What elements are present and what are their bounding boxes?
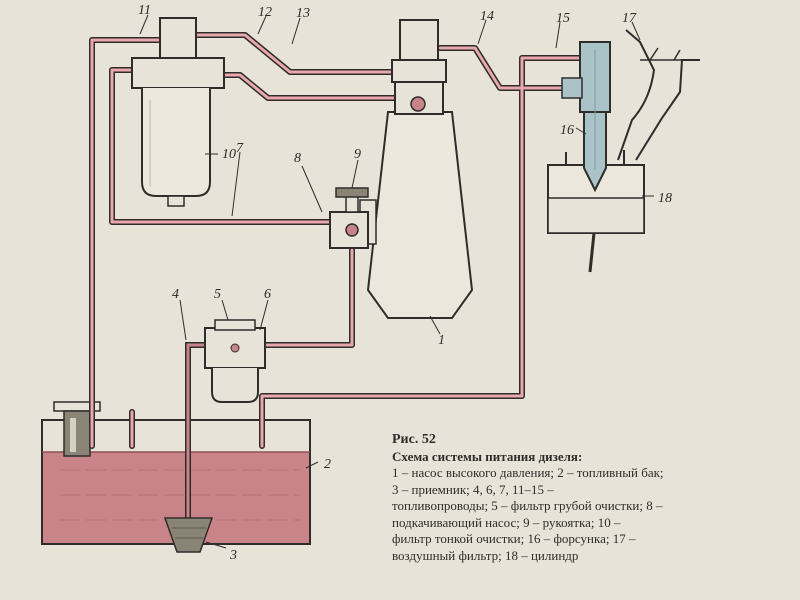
- label-6: 6: [264, 287, 271, 302]
- caption-title: Рис. 52: [392, 432, 796, 449]
- figure-caption: Рис. 52 Схема системы питания дизеля: 1 …: [392, 432, 796, 564]
- label-14: 14: [480, 9, 494, 24]
- high-pressure-pump: [360, 20, 472, 318]
- label-17: 17: [622, 11, 637, 26]
- label-7: 7: [236, 141, 244, 156]
- caption-line: топливопроводы; 5 – фильтр грубой очистк…: [392, 498, 796, 515]
- label-1: 1: [438, 333, 445, 348]
- label-4: 4: [172, 287, 179, 302]
- coarse-filter: [205, 320, 265, 402]
- caption-line: 1 – насос высокого давления; 2 – топливн…: [392, 465, 796, 482]
- caption-line: подкачивающий насос; 9 – рукоятка; 10 –: [392, 515, 796, 532]
- caption-line: фильтр тонкой очистки; 16 – форсунка; 17…: [392, 531, 796, 548]
- label-12: 12: [258, 5, 272, 20]
- label-16: 16: [560, 123, 574, 138]
- fine-filter: [132, 18, 224, 206]
- label-5: 5: [214, 287, 221, 302]
- caption-subtitle: Схема системы питания дизеля:: [392, 449, 796, 466]
- label-2: 2: [324, 457, 331, 472]
- fuel-receiver: [165, 518, 212, 552]
- caption-line: воздушный фильтр; 18 – цилиндр: [392, 548, 796, 565]
- label-8: 8: [294, 151, 301, 166]
- caption-line: 3 – приемник; 4, 6, 7, 11–15 –: [392, 482, 796, 499]
- air-filter: [618, 30, 700, 160]
- priming-pump: [330, 212, 368, 248]
- label-10: 10: [222, 147, 236, 162]
- label-13: 13: [296, 6, 310, 21]
- label-9: 9: [354, 147, 361, 162]
- label-15: 15: [556, 11, 570, 26]
- label-18: 18: [658, 191, 672, 206]
- fuel-line-14: [440, 48, 575, 88]
- label-11: 11: [138, 3, 151, 18]
- label-3: 3: [229, 548, 237, 563]
